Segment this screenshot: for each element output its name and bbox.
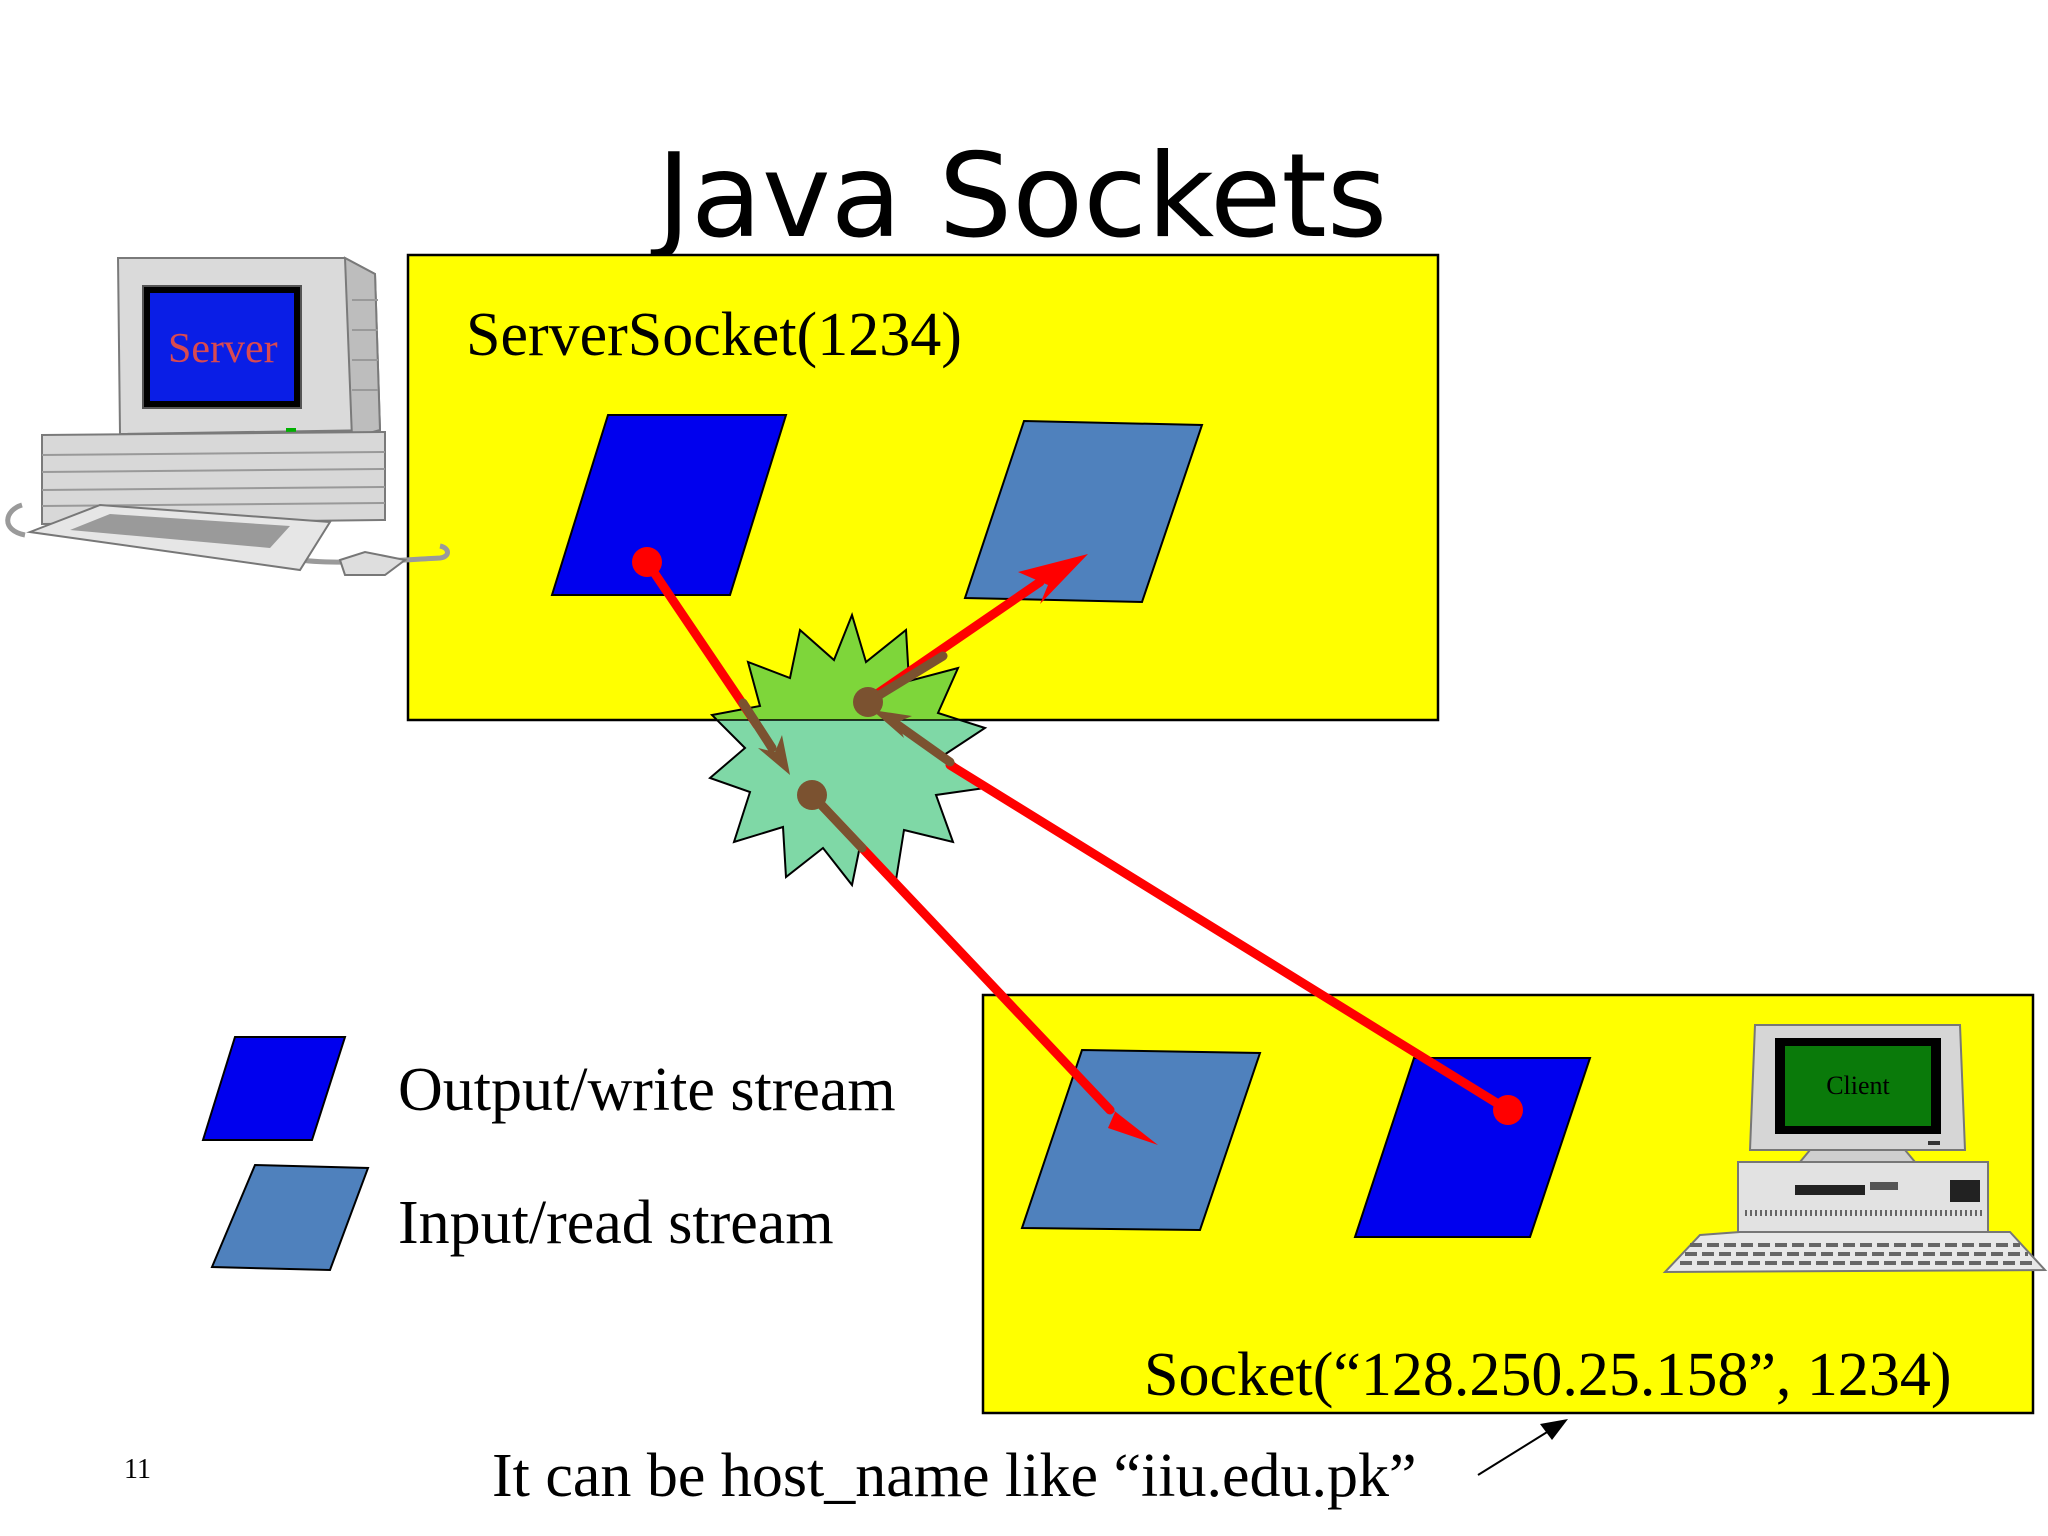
server-socket-label: ServerSocket(1234) bbox=[466, 301, 962, 369]
server-input-stream bbox=[963, 419, 1204, 604]
burst-dot-upper bbox=[853, 687, 883, 717]
client-output-stream bbox=[1353, 1057, 1592, 1238]
legend-output-label: Output/write stream bbox=[398, 1056, 896, 1124]
note-pointer-line bbox=[1477, 1423, 1561, 1476]
client-computer-icon bbox=[1662, 1024, 2048, 1274]
arrowhead-brown-down bbox=[758, 735, 790, 775]
client-output-line bbox=[945, 760, 1513, 1115]
note-pointer-arrowhead bbox=[1540, 1419, 1568, 1440]
page-number: 11 bbox=[124, 1454, 151, 1485]
client-socket-label: Socket(“128.250.25.158”, 1234) bbox=[1144, 1341, 1952, 1409]
host-name-note: It can be host_name like “iiu.edu.pk” bbox=[492, 1442, 1417, 1510]
server-output-line bbox=[642, 557, 762, 730]
legend-output-swatch bbox=[201, 1036, 347, 1141]
legend-input-label: Input/read stream bbox=[398, 1189, 834, 1257]
client-output-dot bbox=[1493, 1095, 1523, 1125]
client-input-stream bbox=[1020, 1048, 1262, 1232]
client-screen-label: Client bbox=[1826, 1071, 1890, 1100]
client-screen bbox=[1785, 1046, 1931, 1126]
arrowhead-brown-left bbox=[872, 710, 912, 738]
arrowhead-server-input bbox=[1018, 554, 1088, 604]
server-socket-box bbox=[406, 253, 1440, 722]
burst-dot-lower bbox=[797, 780, 827, 810]
server-output-dot bbox=[632, 547, 662, 577]
legend-input-swatch bbox=[210, 1163, 370, 1272]
server-screen bbox=[150, 293, 294, 401]
server-output-stream bbox=[550, 414, 788, 596]
server-computer-icon bbox=[5, 256, 450, 576]
legend bbox=[201, 1036, 370, 1272]
arrowhead-client-input bbox=[1098, 1098, 1158, 1145]
server-screen-label: Server bbox=[168, 326, 278, 372]
slide-title: Java Sockets bbox=[651, 129, 1388, 264]
